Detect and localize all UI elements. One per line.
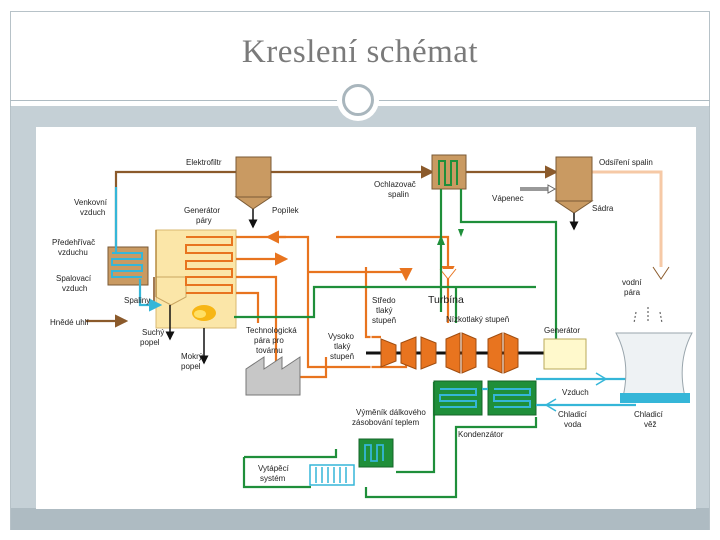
label-vapenec: Vápenec: [492, 194, 524, 203]
label-ochlazovac: Ochlazovač: [374, 180, 416, 189]
label-chladici-voda-2: voda: [564, 420, 582, 429]
label-elektrofiltr: Elektrofiltr: [186, 158, 222, 167]
power-plant-schematic: Elektrofiltr Generátor páry Popílek Ochl…: [50, 154, 693, 499]
label-vysokotlaky: Vysoko: [328, 332, 354, 341]
label-tech-para: Technologická: [246, 326, 297, 335]
air-preheater: [107, 246, 149, 286]
water-lines: [234, 189, 558, 499]
pale-flue-lines: [592, 170, 663, 275]
label-mokry-popel-2: popel: [181, 362, 201, 371]
boiler: [155, 229, 237, 365]
label-chladici-vez-2: věž: [644, 420, 656, 429]
cooling-tower: [615, 307, 693, 403]
electrostatic-precipitator: [234, 156, 273, 229]
flue-arrow-icon: [652, 266, 670, 280]
turbine-assembly: [366, 332, 587, 378]
water-arrow-icon: [458, 229, 464, 237]
label-suchy-popel: Suchý: [142, 328, 164, 337]
label-vymenik-2: zásobování teplem: [352, 418, 419, 427]
label-hnede-uhli: Hnědé uhlí: [50, 318, 89, 327]
footer-band: [11, 508, 709, 530]
label-vysokotlaky-3: stupeň: [330, 352, 354, 361]
slide-title: Kreslení schémat: [241, 34, 479, 70]
desulfurization-unit: [520, 156, 594, 231]
factory-icon: [245, 356, 301, 396]
air-arrow-icon: [595, 372, 608, 386]
label-popilek: Popílek: [272, 206, 300, 215]
label-stredotlaky-2: tlaký: [376, 306, 392, 315]
label-sadra: Sádra: [592, 204, 614, 213]
label-vytapeci-2: systém: [260, 474, 286, 483]
label-generator-pary: Generátor: [184, 206, 220, 215]
flue-gas-cooler: [431, 154, 467, 190]
label-stredotlaky: Středo: [372, 296, 396, 305]
boiler-steam-coils: [185, 236, 233, 294]
label-predehrivac: Předehřívač: [52, 238, 95, 247]
label-tech-para-3: továrnu: [256, 346, 283, 355]
coolant-arrow-icon: [544, 398, 557, 412]
air-lines: [114, 187, 163, 312]
label-venkovni-2: vzduch: [80, 208, 105, 217]
label-vymenik: Výměník dálkového: [356, 408, 426, 417]
label-vodni-para: vodní: [622, 278, 642, 287]
label-spaliny: Spaliny: [124, 296, 150, 305]
label-generator-pary-2: páry: [196, 216, 212, 225]
label-turbina: Turbína: [428, 294, 464, 306]
label-mokry-popel: Mokrý: [181, 352, 203, 361]
condensers: [433, 380, 537, 416]
steam-arrow-icon: [439, 268, 457, 280]
district-heat-exchanger: [358, 438, 394, 468]
label-vysokotlaky-2: tlaký: [334, 342, 350, 351]
label-tech-para-2: pára pro: [254, 336, 284, 345]
label-predehrivac-2: vzduchu: [58, 248, 88, 257]
heating-system: [309, 464, 355, 486]
label-kondenzator: Kondenzátor: [458, 430, 504, 439]
label-nizkotlaky: Nízkotlaký stupeň: [446, 315, 509, 324]
label-venkovni: Venkovní: [74, 198, 108, 207]
label-vytapeci: Vytápěcí: [258, 464, 290, 473]
circle-icon: [342, 84, 374, 116]
diagram-canvas: Elektrofiltr Generátor páry Popílek Ochl…: [36, 127, 696, 509]
cooling-water-lines: [482, 377, 636, 407]
label-stredotlaky-3: stupeň: [372, 316, 396, 325]
label-chladici-vez: Chladicí: [634, 410, 664, 419]
label-chladici-voda: Chladicí: [558, 410, 588, 419]
label-vzduch: Vzduch: [562, 388, 589, 397]
label-vodni-para-2: pára: [624, 288, 641, 297]
label-suchy-popel-2: popel: [140, 338, 160, 347]
water-arrow-icon: [437, 235, 445, 245]
label-spalovaci: Spalovací: [56, 274, 92, 283]
label-generator: Generátor: [544, 326, 580, 335]
label-ochlazovac-2: spalin: [388, 190, 409, 199]
label-spalovaci-2: vzduch: [62, 284, 87, 293]
label-odsireni: Odsíření spalin: [599, 158, 653, 167]
